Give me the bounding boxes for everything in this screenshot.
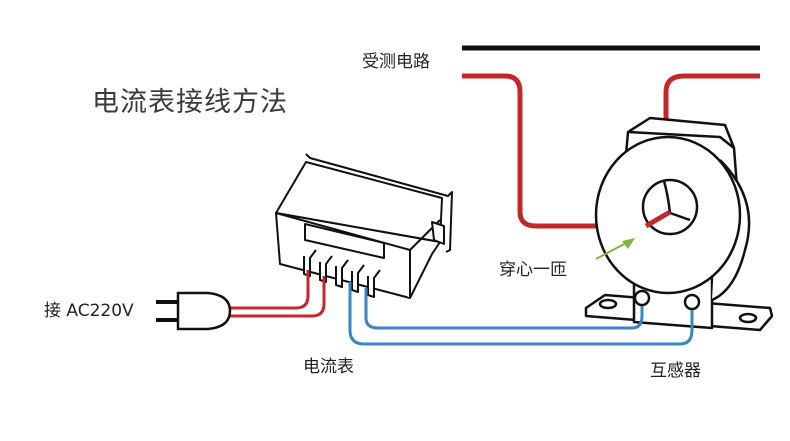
power-wire-1	[228, 270, 310, 310]
circuit-wire-red-in	[462, 73, 670, 229]
wire-through-core	[644, 209, 672, 229]
signal-wire-2	[364, 288, 644, 330]
power-plug	[156, 291, 232, 331]
ammeter-label: 电流表	[303, 357, 354, 377]
power-supply-label: 接 AC220V	[44, 301, 134, 321]
ammeter	[275, 153, 453, 299]
power-wire-2	[228, 276, 326, 318]
current-transformer-label: 互感器	[650, 361, 701, 381]
signal-wire-1	[348, 282, 694, 346]
current-transformer	[584, 116, 774, 332]
circuit-wire-red-out	[663, 73, 760, 122]
diagram-title: 电流表接线方法	[92, 87, 288, 118]
measured-circuit-label: 受测电路	[362, 52, 430, 72]
arrow-icon	[595, 238, 635, 260]
single-turn-label: 穿心一匝	[499, 260, 567, 280]
